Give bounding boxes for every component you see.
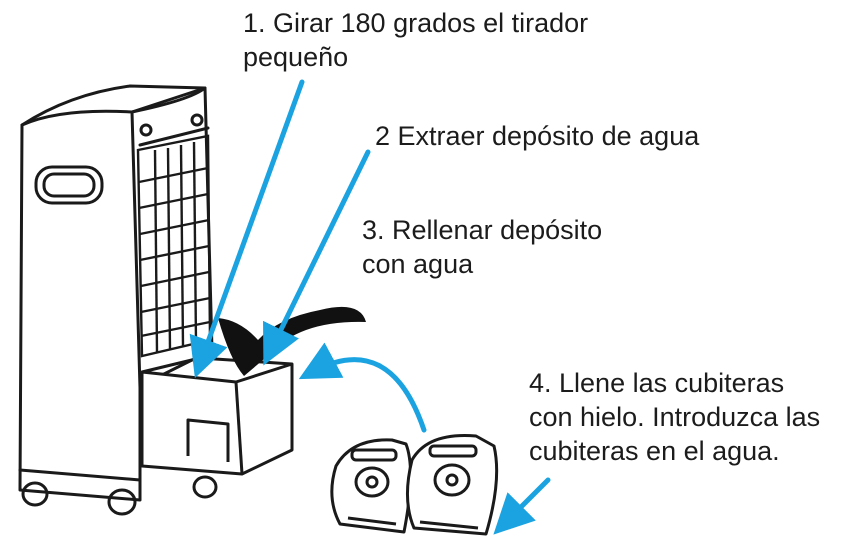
arrow-step-1 (189, 79, 305, 379)
step-1-line-1: 1. Girar 180 grados el tirador (243, 8, 589, 38)
arrow-step-4-down (493, 477, 551, 535)
step-3-label: 3. Rellenar depósito con agua (362, 213, 602, 281)
ice-pack-illustration (330, 434, 499, 536)
step-1-label: 1. Girar 180 grados el tirador pequeño (243, 6, 588, 74)
step-2-label: 2 Extraer depósito de agua (375, 119, 699, 153)
tank-pull-arrow (218, 306, 366, 376)
step-3-line-2: con agua (362, 249, 474, 279)
step-3-line-1: 3. Rellenar depósito (362, 215, 603, 245)
water-tank-illustration (140, 356, 294, 476)
step-4-line-3: cubiteras en el agua. (529, 436, 780, 466)
air-cooler-illustration (18, 84, 214, 502)
step-4-line-1: 4. Llene las cubiteras (529, 368, 785, 398)
step-1-line-2: pequeño (243, 42, 349, 72)
blue-arrows (189, 79, 551, 535)
step-4-line-2: con hielo. Introduzca las (529, 402, 821, 432)
arrow-step-4-curve (298, 342, 427, 433)
step-2-line-1: 2 Extraer depósito de agua (375, 121, 700, 151)
arrow-step-2 (263, 149, 371, 366)
step-4-label: 4. Llene las cubiteras con hielo. Introd… (529, 366, 820, 468)
wheels (21, 475, 218, 516)
air-grille (136, 134, 212, 358)
